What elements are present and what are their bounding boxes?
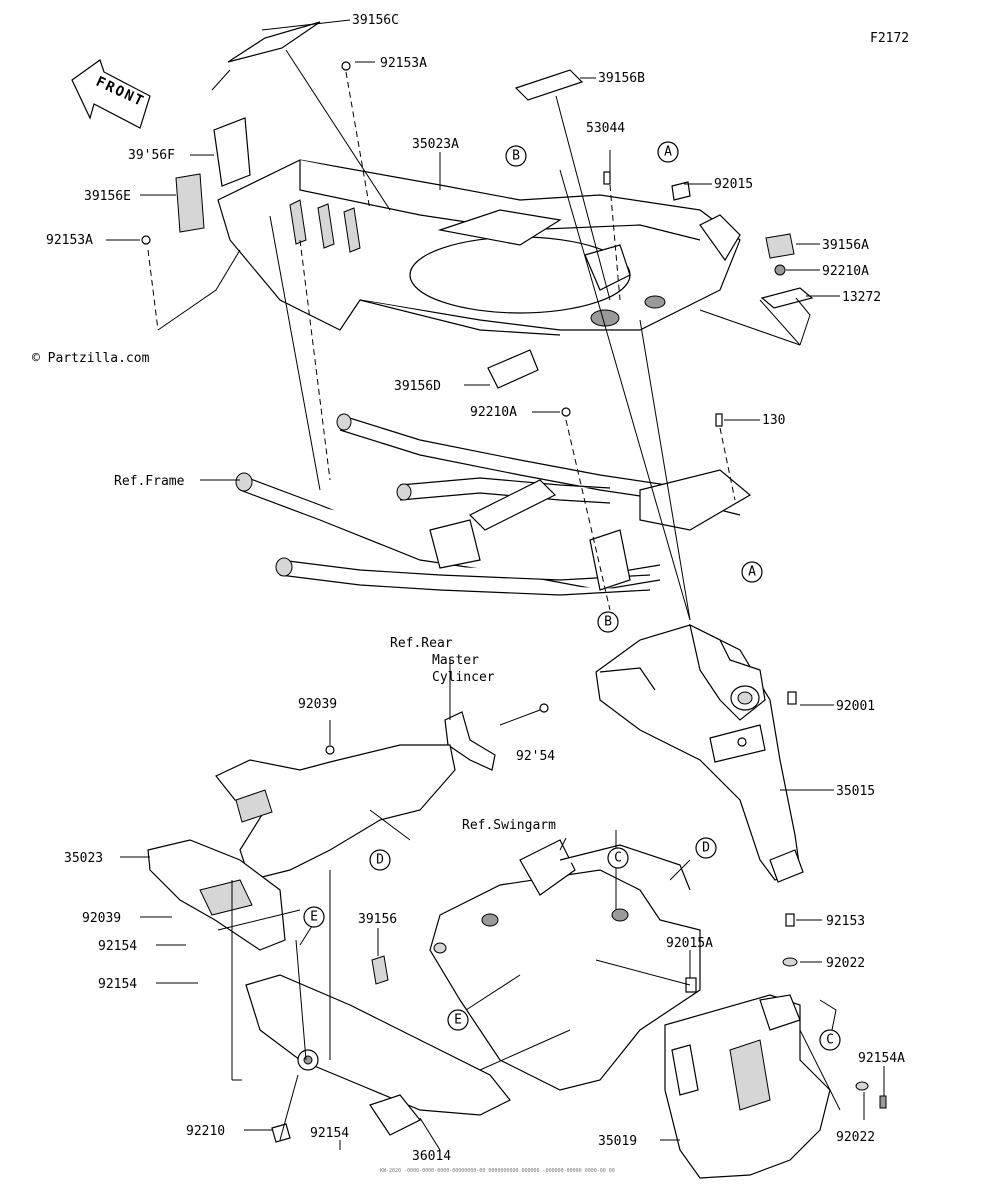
label-92210A-mid: 92210A: [470, 405, 517, 420]
label-ref-rear-line2: Master: [432, 653, 479, 668]
label-39156F: 39'56F: [128, 148, 175, 163]
label-35015: 35015: [836, 784, 875, 799]
label-92001: 92001: [836, 699, 875, 714]
footer-fineprint: KW-2020 -0000-0000-0000-00000000-00 0000…: [380, 1168, 615, 1174]
copyright-text: © Partzilla.com: [32, 351, 150, 366]
label-92022-top: 92022: [826, 956, 865, 971]
label-53044: 53044: [586, 121, 625, 136]
callout-c-swingarm: C: [607, 847, 629, 869]
svg-text:E: E: [310, 910, 318, 925]
svg-text:E: E: [454, 1013, 462, 1028]
svg-text:B: B: [604, 615, 612, 630]
label-13272: 13272: [842, 290, 881, 305]
svg-text:A: A: [664, 145, 672, 160]
label-92210: 92210: [186, 1124, 225, 1139]
chain-case-36014-drawing: [245, 955, 511, 1143]
label-39156: 39156: [358, 912, 397, 927]
label-92154A: 92154A: [858, 1051, 905, 1066]
label-ref-frame: Ref.Frame: [114, 474, 185, 489]
label-92015: 92015: [714, 177, 753, 192]
callout-c-mudguard: C: [819, 1029, 841, 1051]
svg-text:B: B: [512, 149, 520, 164]
label-92153A-top: 92153A: [380, 56, 427, 71]
label-92154-cyl: 92'54: [516, 749, 555, 764]
inner-fender-35023-drawing: [147, 744, 456, 951]
callout-d-inner: D: [369, 849, 391, 871]
callout-d-swingarm: D: [695, 837, 717, 859]
leader-lines: [106, 19, 885, 1151]
label-92153A-left: 92153A: [46, 233, 93, 248]
rear-master-cylinder-drawing: [444, 703, 549, 771]
mudguard-35019-drawing: [664, 913, 887, 1179]
label-39156A: 39156A: [822, 238, 869, 253]
part-labels: 39156C 92153A 39156B 39'56F 35023A 53044…: [46, 13, 905, 1164]
svg-text:C: C: [614, 851, 622, 866]
callout-e-swingarm: E: [447, 1009, 469, 1031]
label-92039-top: 92039: [298, 697, 337, 712]
label-92154-b: 92154: [98, 977, 137, 992]
label-92153: 92153: [826, 914, 865, 929]
svg-text:D: D: [376, 853, 384, 868]
label-39156D: 39156D: [394, 379, 441, 394]
label-39156B: 39156B: [598, 71, 645, 86]
label-39156E: 39156E: [84, 189, 131, 204]
label-92154-c: 92154: [310, 1126, 349, 1141]
callout-a-frame: A: [741, 561, 763, 583]
label-130: 130: [762, 413, 785, 428]
callout-circles: A B A B D C D E: [303, 141, 841, 1051]
top-loose-parts: [141, 21, 814, 427]
label-92039-low: 92039: [82, 911, 121, 926]
rear-fender-35015-drawing: [595, 623, 804, 883]
label-92210A-right: 92210A: [822, 264, 869, 279]
label-ref-rear-line1: Ref.Rear: [390, 636, 453, 651]
label-92022-low: 92022: [836, 1130, 875, 1145]
svg-text:D: D: [702, 841, 710, 856]
callout-a-top: A: [657, 141, 679, 163]
frame-drawing: [235, 413, 752, 596]
assembly-lines: [147, 49, 841, 1141]
front-arrow-icon: FRONT: [71, 59, 151, 129]
label-92015A: 92015A: [666, 936, 713, 951]
label-ref-swingarm: Ref.Swingarm: [462, 818, 556, 833]
swingarm-drawing: [429, 839, 701, 1091]
tray-35023A-drawing: [217, 159, 741, 336]
label-35023: 35023: [64, 851, 103, 866]
callout-e-inner: E: [303, 906, 325, 928]
diagram-code: F2172: [870, 31, 909, 46]
svg-text:C: C: [826, 1033, 834, 1048]
label-36014: 36014: [412, 1149, 451, 1164]
callout-b-fender: B: [597, 611, 619, 633]
label-92154-a: 92154: [98, 939, 137, 954]
label-35023A: 35023A: [412, 137, 459, 152]
label-39156C: 39156C: [352, 13, 399, 28]
label-35019: 35019: [598, 1134, 637, 1149]
svg-text:A: A: [748, 565, 756, 580]
callout-b-top: B: [505, 145, 527, 167]
label-ref-rear-line3: Cylincer: [432, 670, 495, 685]
